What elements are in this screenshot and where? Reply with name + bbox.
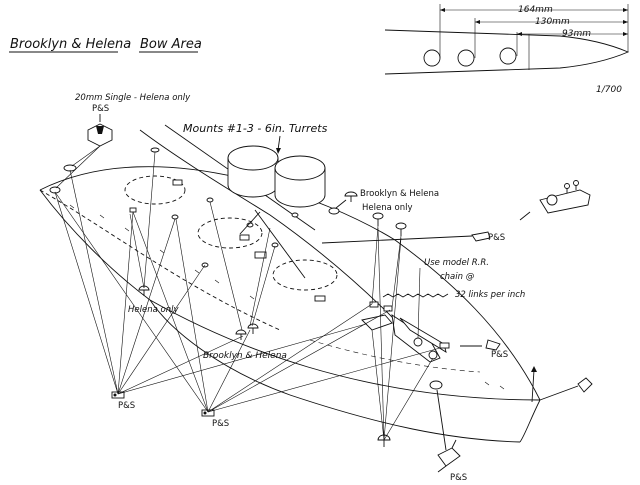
label-brooklyn-helena-bottom: Brooklyn & Helena [203, 351, 287, 361]
fitting-hatch-3 [254, 251, 267, 259]
inset-dim-130: 130mm [535, 17, 570, 27]
label-twenty-mm: 20mm Single - Helena only [75, 93, 191, 103]
label-helena-only-top: Helena only [362, 203, 413, 213]
leaders-helena-only-left [129, 151, 156, 289]
turret-cylinder-2 [274, 155, 326, 208]
fitting-mushroom-vent-a [344, 191, 358, 202]
inset-dim-93: 93mm [562, 29, 591, 39]
fitting-bollard-right [539, 180, 591, 214]
leader-bollard [519, 211, 531, 221]
label-ps-left-b: P&S [212, 419, 229, 429]
deck-edge-dash [39, 189, 281, 331]
fitting-small-3 [171, 214, 179, 220]
fitting-hatch-1 [172, 179, 183, 186]
leader-ps-right [321, 235, 473, 244]
fitting-vent-1 [129, 207, 137, 213]
twenty-mm-gun-icon [87, 123, 113, 147]
label-ps-bow: P&S [491, 350, 508, 360]
diagram-title: Brooklyn & Helena [10, 37, 131, 52]
anchor-chain-sample [382, 293, 449, 298]
fitting-hatch-4 [314, 295, 326, 302]
inset-hull-outline [384, 29, 630, 75]
label-helena-only-left: Helena only [128, 305, 179, 315]
fitting-chock-b [395, 222, 407, 236]
leader-jackstaff [539, 385, 579, 401]
inset-dim-164: 164mm [518, 5, 553, 15]
turret-footprint-1 [124, 175, 186, 205]
fitting-ps-left-b [201, 409, 215, 417]
leaders-ps-left-a [54, 169, 367, 395]
leader-twenty-mm-deck [71, 145, 101, 167]
label-ps-twenty-mm: P&S [92, 104, 109, 114]
deck-edge-lower [39, 189, 541, 401]
leaders-bh-bottom [209, 201, 276, 331]
anchor-windlass [361, 301, 450, 363]
leader-anchor [436, 389, 447, 451]
inset-turret-2 [457, 49, 475, 67]
deck-edge-ticks [69, 204, 255, 300]
fitting-mushroom-vent-left [138, 285, 150, 296]
hull-side [149, 299, 521, 443]
leader-bh-top [335, 199, 347, 209]
fitting-small-1 [150, 147, 160, 153]
turret-footprint-3 [272, 259, 338, 291]
leader-turret-2 [239, 211, 261, 235]
label-chain-1: Use model R.R. [424, 258, 489, 268]
label-ps-anchor: P&S [450, 473, 467, 483]
label-brooklyn-helena-top: Brooklyn & Helena [360, 189, 439, 199]
label-chain-3: 32 links per inch [455, 290, 525, 300]
anchor-icon [437, 439, 461, 473]
label-mounts: Mounts #1-3 - 6in. Turrets [183, 122, 328, 135]
leader-turret-1 [254, 209, 306, 279]
leader-bow-top-arrow [531, 366, 537, 372]
turret-cylinder-1 [227, 145, 279, 198]
fitting-hatch-2 [239, 234, 250, 241]
fitting-mushroom-vent-c [247, 323, 259, 334]
fitting-bitt-3 [328, 207, 340, 215]
leaders-vent-bottom [371, 227, 434, 441]
inset-turret-1 [423, 49, 441, 67]
inset-dim-arrows [440, 8, 628, 36]
label-ps-right: P&S [488, 233, 505, 243]
leaders-ps-left-b [54, 191, 441, 413]
fitting-small-2 [206, 197, 214, 203]
breakwater-line [139, 129, 396, 321]
hull-inset: 164mm 130mm 93mm 1/700 [384, 4, 630, 95]
fitting-chock-bow [485, 339, 501, 351]
inset-scale: 1/700 [596, 85, 622, 95]
fitting-small-7 [291, 212, 299, 218]
fitting-chock-a [372, 212, 384, 226]
fitting-jackstaff [577, 377, 593, 393]
leaders-chocks [371, 225, 421, 339]
fitting-hawse [429, 380, 443, 390]
leader-bow-top [531, 369, 535, 403]
leader-twenty-mm-deck-2 [55, 145, 101, 189]
stem [519, 399, 541, 443]
label-ps-left-a: P&S [118, 401, 135, 411]
deck-seam-dash [309, 339, 481, 373]
turret-footprint-2 [197, 217, 263, 249]
label-chain-2: chain @ [440, 272, 475, 282]
bow-ticks [484, 381, 505, 390]
fitting-cleat-right [471, 231, 491, 242]
deck-edge-upper [39, 166, 541, 401]
deck-outline [39, 124, 541, 443]
diagram-subtitle: Bow Area [140, 37, 202, 52]
inset-turret-3 [499, 47, 517, 65]
leader-mounts-arrow [276, 148, 281, 154]
fitting-mushroom-vent-b [235, 329, 247, 340]
leader-mounts [277, 135, 281, 151]
